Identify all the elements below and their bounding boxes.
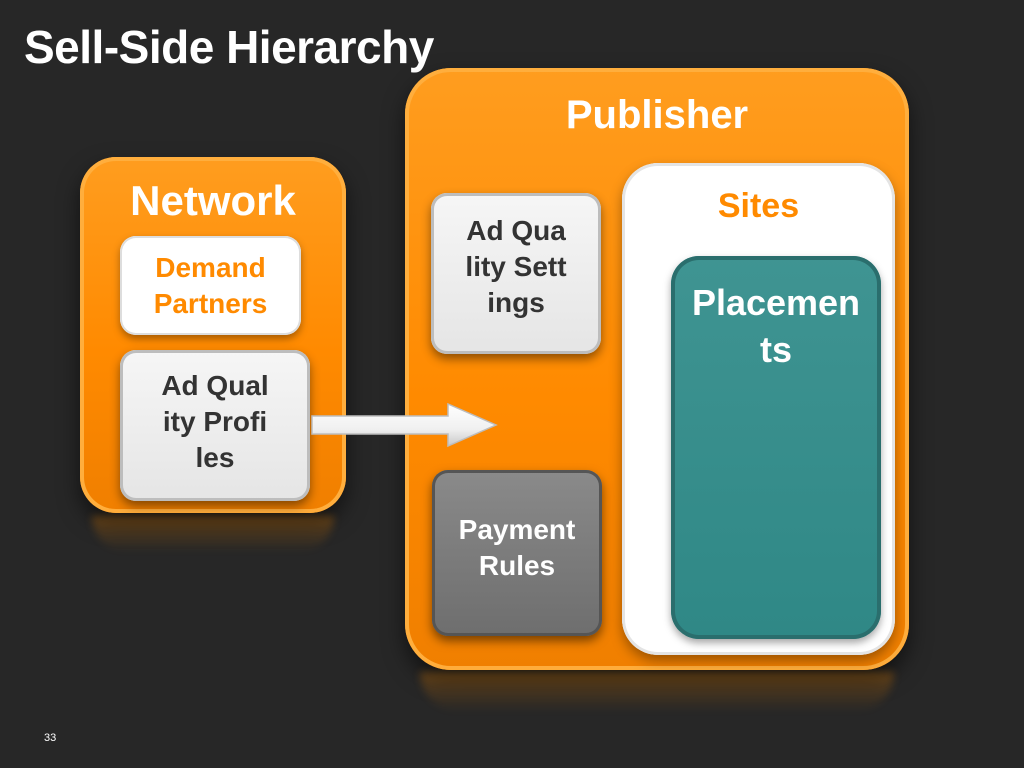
- publisher-label: Publisher: [565, 93, 749, 137]
- arrow-icon: [311, 402, 498, 448]
- demand-partners-box: Demand Partners: [120, 236, 301, 335]
- ad-quality-settings-label: Ad Quality Settings: [465, 215, 567, 318]
- network-label: Network: [130, 177, 296, 224]
- network-reflection: [92, 516, 334, 552]
- slide-number: 33: [44, 732, 57, 744]
- placements-label: Placements: [691, 282, 861, 370]
- sites-label: Sites: [717, 187, 800, 225]
- ad-quality-profiles-box: Ad Quality Profiles: [120, 350, 310, 501]
- ad-quality-profiles-label: Ad Quality Profiles: [161, 370, 269, 473]
- ad-quality-settings-box: Ad Quality Settings: [431, 193, 601, 354]
- payment-rules-label: Payment Rules: [458, 514, 576, 581]
- demand-partners-label: Demand Partners: [153, 252, 268, 319]
- payment-rules-box: Payment Rules: [432, 470, 602, 636]
- slide-title: Sell-Side Hierarchy: [24, 21, 434, 73]
- placements-box: Placements: [671, 256, 881, 639]
- publisher-reflection: [420, 672, 894, 712]
